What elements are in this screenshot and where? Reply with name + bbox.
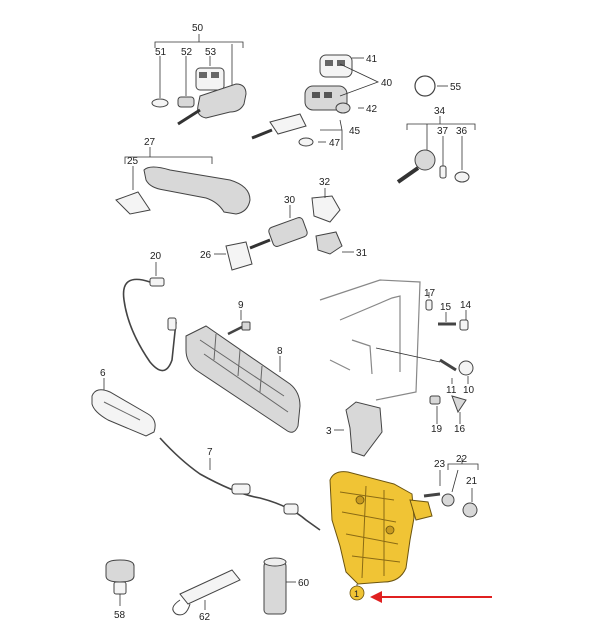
key-battery-part bbox=[151, 98, 169, 108]
tube-60-part bbox=[263, 561, 287, 615]
key-group bbox=[151, 34, 247, 126]
label-36: 36 bbox=[456, 126, 468, 137]
label-50: 50 bbox=[192, 23, 204, 34]
label-52: 52 bbox=[181, 47, 193, 58]
label-62: 62 bbox=[199, 612, 211, 623]
key-button-pad-part bbox=[195, 67, 225, 91]
label-34: 34 bbox=[434, 106, 446, 117]
label-58: 58 bbox=[114, 610, 126, 621]
cylinder-pin-part bbox=[439, 165, 447, 179]
gasket-26-part bbox=[225, 241, 253, 271]
red-pointer-arrow bbox=[370, 591, 492, 603]
label-25: 25 bbox=[127, 156, 139, 167]
remote-battery-part bbox=[335, 102, 351, 114]
label-20: 20 bbox=[150, 251, 162, 262]
door-handle-group bbox=[115, 147, 251, 215]
label-22: 22 bbox=[456, 454, 468, 465]
label-15: 15 bbox=[440, 302, 452, 313]
handle-frame-part bbox=[91, 389, 156, 437]
cable-20-part bbox=[122, 278, 177, 372]
label-7: 7 bbox=[207, 447, 213, 458]
cover-cap-32-part bbox=[311, 195, 341, 223]
key-cap-part bbox=[177, 96, 195, 108]
label-45: 45 bbox=[349, 126, 361, 137]
label-17: 17 bbox=[424, 288, 436, 299]
folding-key-part bbox=[197, 83, 247, 119]
handle-gasket-part bbox=[115, 191, 151, 215]
o-ring-part bbox=[414, 75, 436, 97]
grommet-58-part bbox=[105, 559, 135, 583]
label-10: 10 bbox=[463, 385, 475, 396]
label-21: 21 bbox=[466, 476, 478, 487]
part-labels: 50 51 52 53 41 40 42 45 47 55 34 37 36 2… bbox=[100, 23, 478, 623]
label-14: 14 bbox=[460, 300, 472, 311]
lock-cylinder-30-part bbox=[268, 217, 308, 247]
label-23: 23 bbox=[434, 459, 446, 470]
label-1: 1 bbox=[354, 589, 359, 599]
label-11: 11 bbox=[446, 385, 457, 396]
outer-door-handle-part bbox=[143, 166, 251, 215]
label-47: 47 bbox=[329, 138, 341, 149]
cylinder-cap-part bbox=[454, 171, 470, 183]
lock-fixings-group bbox=[423, 458, 479, 518]
bracket-3-group bbox=[334, 401, 383, 457]
remote-small-part bbox=[298, 137, 314, 147]
label-26: 26 bbox=[200, 250, 212, 261]
remote-key-part bbox=[269, 113, 307, 135]
label-19: 19 bbox=[431, 424, 443, 435]
door-frame-section bbox=[319, 279, 441, 401]
label-30: 30 bbox=[284, 195, 296, 206]
label-55: 55 bbox=[450, 82, 462, 93]
label-40: 40 bbox=[381, 78, 393, 89]
label-31: 31 bbox=[356, 248, 368, 259]
cable-20-group bbox=[122, 262, 177, 372]
label-8: 8 bbox=[277, 346, 283, 357]
label-9: 9 bbox=[238, 300, 244, 311]
screw-9-group bbox=[227, 310, 251, 336]
label-51: 51 bbox=[155, 47, 167, 58]
handle-frame-6-group bbox=[91, 378, 156, 437]
handle-support-group bbox=[214, 188, 354, 271]
cylinder-head-part bbox=[414, 149, 436, 171]
bracket-part bbox=[345, 401, 383, 457]
door-lock-group bbox=[329, 471, 433, 601]
label-42: 42 bbox=[366, 104, 378, 115]
label-41: 41 bbox=[366, 54, 378, 65]
label-6: 6 bbox=[100, 368, 106, 379]
bottom-parts-group bbox=[105, 557, 296, 616]
cable-7-group bbox=[159, 437, 321, 531]
remote-pad-part bbox=[319, 54, 353, 78]
warning-tag-62-part bbox=[179, 569, 241, 605]
label-27: 27 bbox=[144, 137, 156, 148]
carrier-8-group bbox=[185, 325, 301, 433]
o-ring-group bbox=[414, 75, 448, 97]
label-37: 37 bbox=[437, 126, 449, 137]
label-53: 53 bbox=[205, 47, 217, 58]
remote-group bbox=[251, 54, 380, 150]
cap-31-part bbox=[315, 231, 343, 255]
small-parts-group bbox=[425, 292, 474, 424]
lock-cylinder-group bbox=[396, 116, 476, 184]
label-16: 16 bbox=[454, 424, 466, 435]
label-60: 60 bbox=[298, 578, 310, 589]
label-3: 3 bbox=[326, 426, 332, 437]
door-lock-unit-part[interactable] bbox=[329, 471, 415, 585]
label-32: 32 bbox=[319, 177, 331, 188]
